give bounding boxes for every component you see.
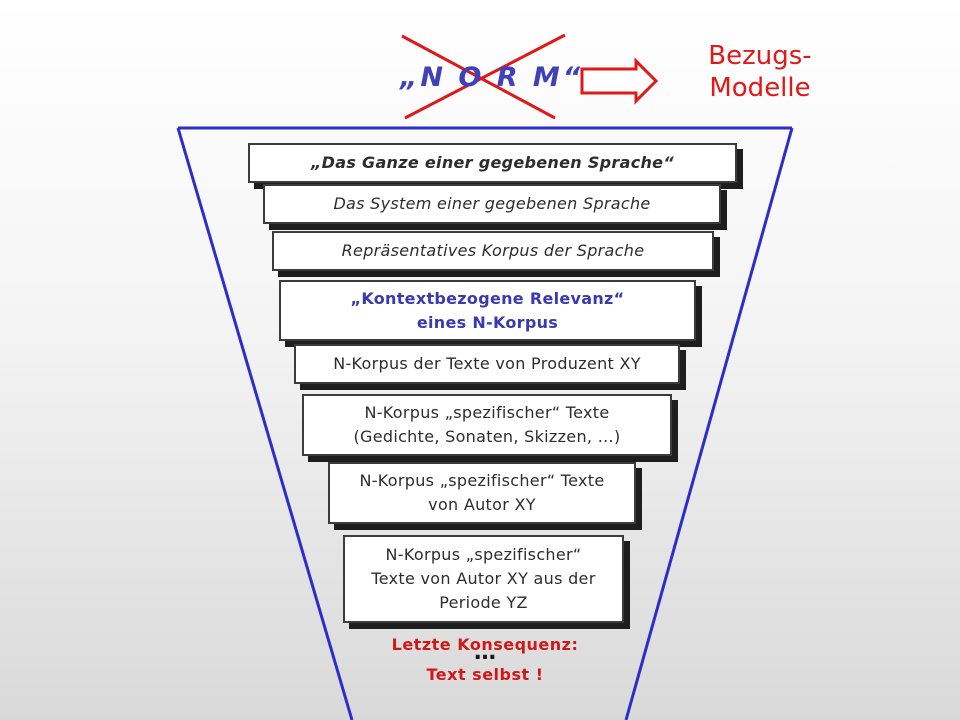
level-6-line-1: N-Korpus „spezifischer“ Texte xyxy=(364,403,610,422)
level-7-line-1: N-Korpus „spezifischer“ Texte xyxy=(359,471,605,490)
consequence-line-2: Text selbst ! xyxy=(426,665,544,684)
consequence-line-1: Letzte Konsequenz: xyxy=(391,635,579,654)
ellipsis-mark: … xyxy=(474,640,496,665)
level-box-2: Das System einer gegebenen Sprache xyxy=(263,184,721,224)
level-2-line-1: Das System einer gegebenen Sprache xyxy=(333,194,651,213)
level-3-line-1: Repräsentatives Korpus der Sprache xyxy=(341,241,645,260)
level-8-line-1: N-Korpus „spezifischer“ xyxy=(385,545,582,564)
level-8-line-3: Periode YZ xyxy=(439,593,528,612)
cross-line-a xyxy=(401,34,556,120)
bezugs-line1: Bezugs- xyxy=(708,41,812,71)
norm-label: „N O R M“ xyxy=(400,62,584,93)
final-consequence-label: Letzte Konsequenz: Text selbst ! xyxy=(370,630,600,690)
level-box-1: „Das Ganze einer gegebenen Sprache“ xyxy=(248,143,737,183)
level-box-3: Repräsentatives Korpus der Sprache xyxy=(272,231,714,271)
level-box-7: N-Korpus „spezifischer“ Texte von Autor … xyxy=(328,462,636,524)
level-4-line-1: „Kontextbezogene Relevanz“ xyxy=(350,288,625,308)
level-6-line-2: (Gedichte, Sonaten, Skizzen, …) xyxy=(353,427,621,446)
bezugs-line2: Modelle xyxy=(709,73,811,103)
arrow-right-icon xyxy=(580,57,659,105)
cross-line-b xyxy=(404,33,566,120)
level-box-4: „Kontextbezogene Relevanz“ eines N-Korpu… xyxy=(279,280,696,341)
level-7-line-2: von Autor XY xyxy=(428,495,536,514)
level-8-line-2: Texte von Autor XY aus der xyxy=(371,569,596,588)
level-box-8: N-Korpus „spezifischer“ Texte von Autor … xyxy=(343,535,624,623)
level-1-line-1: „Das Ganze einer gegebenen Sprache“ xyxy=(311,153,674,172)
level-box-5: N-Korpus der Texte von Produzent XY xyxy=(294,344,680,384)
funnel-right-edge xyxy=(624,127,794,720)
level-box-6: N-Korpus „spezifischer“ Texte (Gedichte,… xyxy=(302,394,672,456)
level-5-line-1: N-Korpus der Texte von Produzent XY xyxy=(333,354,641,373)
level-4-line-2: eines N-Korpus xyxy=(416,312,559,332)
bezugs-modelle-label: Bezugs- Modelle xyxy=(700,40,820,104)
funnel-left-edge xyxy=(176,127,354,720)
